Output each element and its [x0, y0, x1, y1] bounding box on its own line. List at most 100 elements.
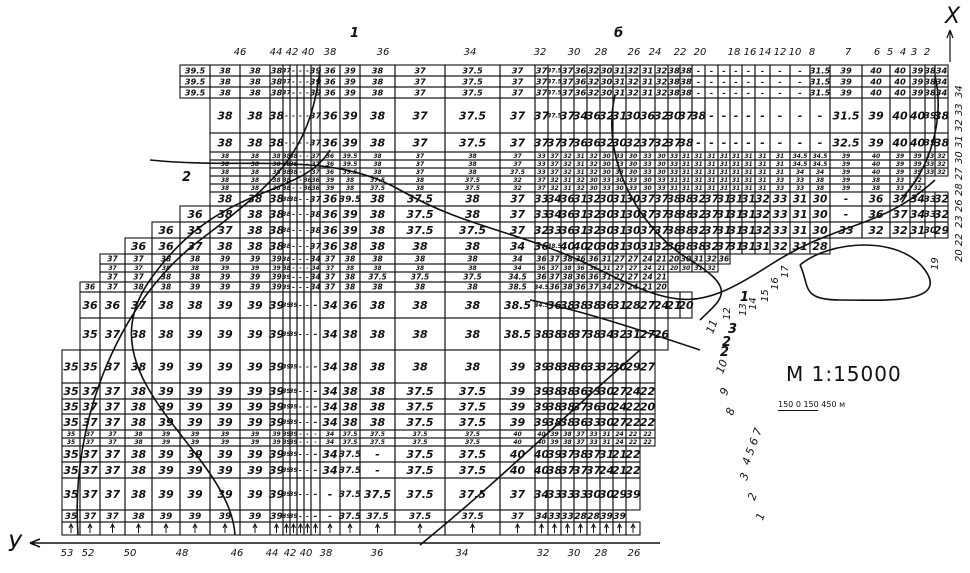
grid-cell: [625, 521, 641, 536]
cell-value: 38: [272, 185, 280, 192]
cell-value: 38: [134, 439, 142, 446]
cell-value: 39: [289, 387, 298, 395]
cell-value: 39: [550, 431, 558, 438]
cell-value: 37.5: [459, 400, 486, 413]
cell-value: -: [314, 330, 318, 340]
cell-value: 33: [573, 488, 589, 501]
cell-value: 38: [691, 109, 707, 122]
cell-value: -: [306, 490, 309, 498]
column-label-top: 30: [567, 47, 581, 58]
up-arrow-icon: [110, 522, 115, 533]
cell-value: 34: [601, 283, 611, 292]
cell-value: 38: [131, 448, 147, 461]
cell-value: 30: [643, 177, 651, 184]
cell-value: 36: [719, 255, 729, 264]
cell-value: 36: [869, 194, 884, 206]
cell-value: 38: [131, 464, 147, 477]
cell-value: 39: [510, 360, 526, 373]
cell-value: 38: [249, 76, 261, 86]
cell-value: 38: [272, 153, 280, 160]
cell-value: 39: [550, 439, 558, 446]
cell-value: 38: [562, 255, 572, 264]
cell-value: 37: [105, 416, 121, 429]
cell-value: 37: [534, 136, 550, 149]
cell-value: 38: [219, 76, 231, 86]
cell-value: 37: [511, 512, 524, 522]
grid-cell: [679, 291, 693, 319]
cell-value: 33: [548, 512, 561, 522]
cell-value: 33: [926, 153, 934, 160]
cell-value: 39: [269, 360, 285, 373]
cell-value: 38: [248, 194, 263, 206]
cell-value: 36: [586, 400, 602, 413]
cell-value: 37: [892, 208, 908, 221]
cell-value: -: [844, 194, 848, 206]
cell-value: -: [299, 265, 302, 272]
column-label-top: 22: [673, 47, 687, 58]
cell-value: -: [306, 153, 309, 160]
cell-value: 38: [412, 299, 428, 312]
cell-value: -: [710, 65, 713, 75]
cell-value: 38: [342, 400, 358, 413]
cell-value: 37.5: [459, 136, 486, 149]
cell-value: 38: [573, 299, 589, 312]
cell-value: 38: [310, 225, 322, 235]
up-arrow-icon: [305, 522, 310, 533]
cell-value: 31: [694, 177, 702, 184]
cell-value: 36: [588, 255, 598, 264]
cell-value: 37.5: [462, 76, 483, 86]
cell-value: 39.5: [185, 76, 206, 86]
cell-value: 35: [67, 439, 75, 446]
cell-value: 40: [893, 65, 906, 75]
cell-value: 31.5: [810, 76, 831, 86]
cell-value: 32: [691, 208, 707, 221]
cell-value: 36: [322, 240, 338, 253]
cell-value: 31: [694, 169, 702, 176]
cell-value: 37: [640, 136, 656, 149]
cell-value: 38: [934, 136, 950, 149]
cell-value: 40: [509, 448, 526, 461]
cell-value: 28: [812, 240, 828, 253]
cell-value: 38: [415, 255, 425, 264]
cell-value: 38: [134, 431, 142, 438]
cell-value: 31: [612, 208, 627, 221]
cell-value: 34: [816, 169, 824, 176]
cell-value: 32: [563, 161, 571, 168]
cell-value: -: [306, 387, 309, 395]
cell-value: 37: [510, 488, 526, 501]
cell-value: -: [299, 387, 302, 395]
cell-value: 38: [282, 265, 290, 272]
cell-value: -: [299, 301, 302, 309]
cell-value: 38: [560, 385, 576, 398]
cell-value: 39: [251, 265, 259, 272]
cell-value: -: [697, 76, 700, 86]
column-label-top: 46: [233, 47, 247, 58]
cell-value: 31: [640, 240, 655, 253]
cell-value: 27: [614, 273, 625, 282]
cell-value: 38: [133, 283, 143, 292]
cell-value: -: [285, 139, 288, 147]
column-label-top: 4: [899, 47, 907, 58]
cell-value: 30: [625, 224, 641, 237]
cell-value: -: [761, 76, 764, 86]
cell-value: 38: [269, 224, 285, 237]
cell-value: 36: [158, 224, 174, 237]
cell-value: 32: [589, 169, 597, 176]
cell-value: 38: [217, 240, 233, 253]
cell-value: 40: [872, 161, 880, 168]
column-label-bottom: 34: [455, 548, 469, 559]
cell-value: 38: [816, 185, 824, 192]
cell-value: 31: [732, 169, 740, 176]
cell-value: 39: [220, 283, 230, 292]
up-arrow-icon: [327, 522, 333, 533]
cell-value: 34: [322, 400, 337, 413]
cell-value: 37: [513, 153, 522, 160]
cell-value: -: [306, 439, 309, 446]
cell-value: -: [306, 195, 309, 203]
row-label-right: 19: [930, 257, 941, 270]
cell-value: 31: [682, 161, 690, 168]
cell-value: 31: [776, 161, 784, 168]
cell-value: 39: [191, 439, 199, 446]
cell-value: 39: [221, 439, 229, 446]
cell-value: 39: [342, 109, 358, 122]
